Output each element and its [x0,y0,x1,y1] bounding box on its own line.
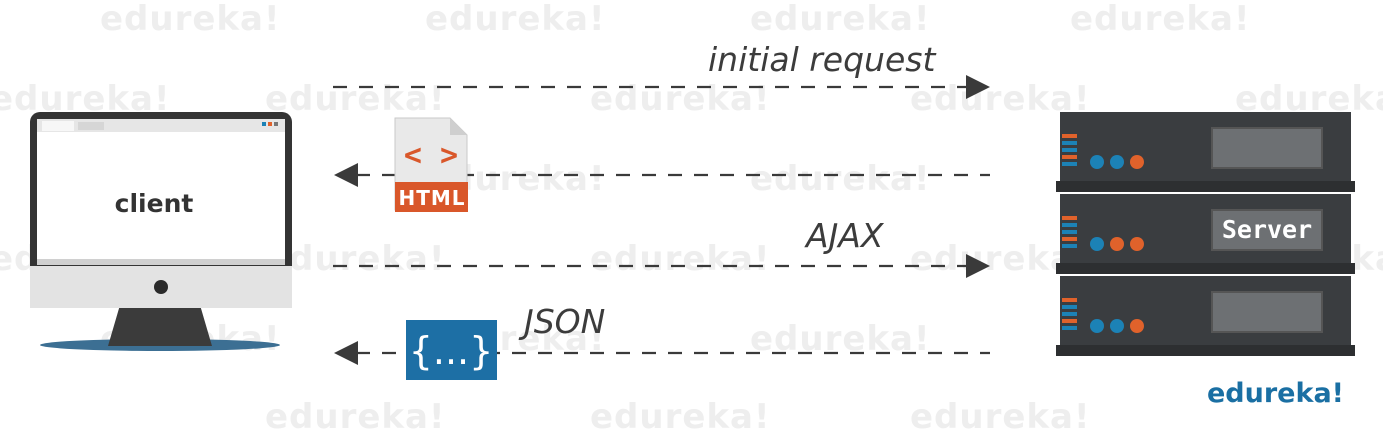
arrow-json-response: {...} JSON [334,302,990,380]
status-light-icon [1110,237,1124,251]
json-label: JSON [518,302,605,341]
watermark-text: edureka! [590,239,771,279]
watermark-text: edureka! [265,79,446,119]
status-light-icon [1090,237,1104,251]
power-button-icon [154,280,168,294]
server-rack: Server [1056,112,1355,356]
status-light-icon [1110,155,1124,169]
browser-tab-bar [37,119,285,132]
server-panel [1211,291,1323,333]
watermark-text: edureka! [750,159,931,199]
browser-control-icon [274,122,278,126]
watermark-text: edureka! [425,0,606,39]
status-light-icon [1130,237,1144,251]
browser-screen [37,119,285,265]
ajax-label: AJAX [804,216,885,255]
status-light-icon [1090,319,1104,333]
status-light-icon [1090,155,1104,169]
json-badge-icon [406,320,497,380]
watermark-text: edureka! [590,79,771,119]
arrow-head-right-icon [966,75,990,99]
edureka-logo: edureka! [1207,378,1344,409]
arrow-head-right-icon [966,254,990,278]
browser-tab [78,122,104,130]
browser-control-icon [268,122,272,126]
arrow-ajax: AJAX [333,216,990,278]
client-monitor: client [30,112,292,351]
html-file-icon: < > HTML [394,117,468,212]
file-corner-fold [450,118,467,135]
status-light-icon [1130,319,1144,333]
html-badge-label: HTML [398,186,465,210]
watermark-text: edureka! [590,397,771,429]
status-light-icon [1110,319,1124,333]
watermark-text: edureka! [265,397,446,429]
monitor-stand [108,305,212,346]
server-label: Server [1222,215,1312,244]
server-panel [1211,209,1323,251]
browser-tab [42,121,74,131]
arrow-head-left-icon [334,341,358,365]
arrow-initial-request: initial request [333,40,990,99]
arrow-head-left-icon [334,163,358,187]
watermark-text: edureka! [910,79,1091,119]
server-panel [1211,127,1323,169]
client-label: client [115,189,194,218]
watermark-text: edureka! [265,239,446,279]
watermark-text: edureka! [910,397,1091,429]
browser-control-icon [262,122,266,126]
html-badge [395,182,468,212]
initial-request-label: initial request [708,40,936,79]
watermark-text: edureka! [750,0,931,39]
watermark-text: edureka! [100,0,281,39]
browser-status-bar [37,259,285,265]
json-badge-symbol: {...} [409,329,494,373]
status-light-icon [1130,155,1144,169]
watermark-text: edureka! [1070,0,1251,39]
code-brackets-icon: < > [404,138,458,173]
